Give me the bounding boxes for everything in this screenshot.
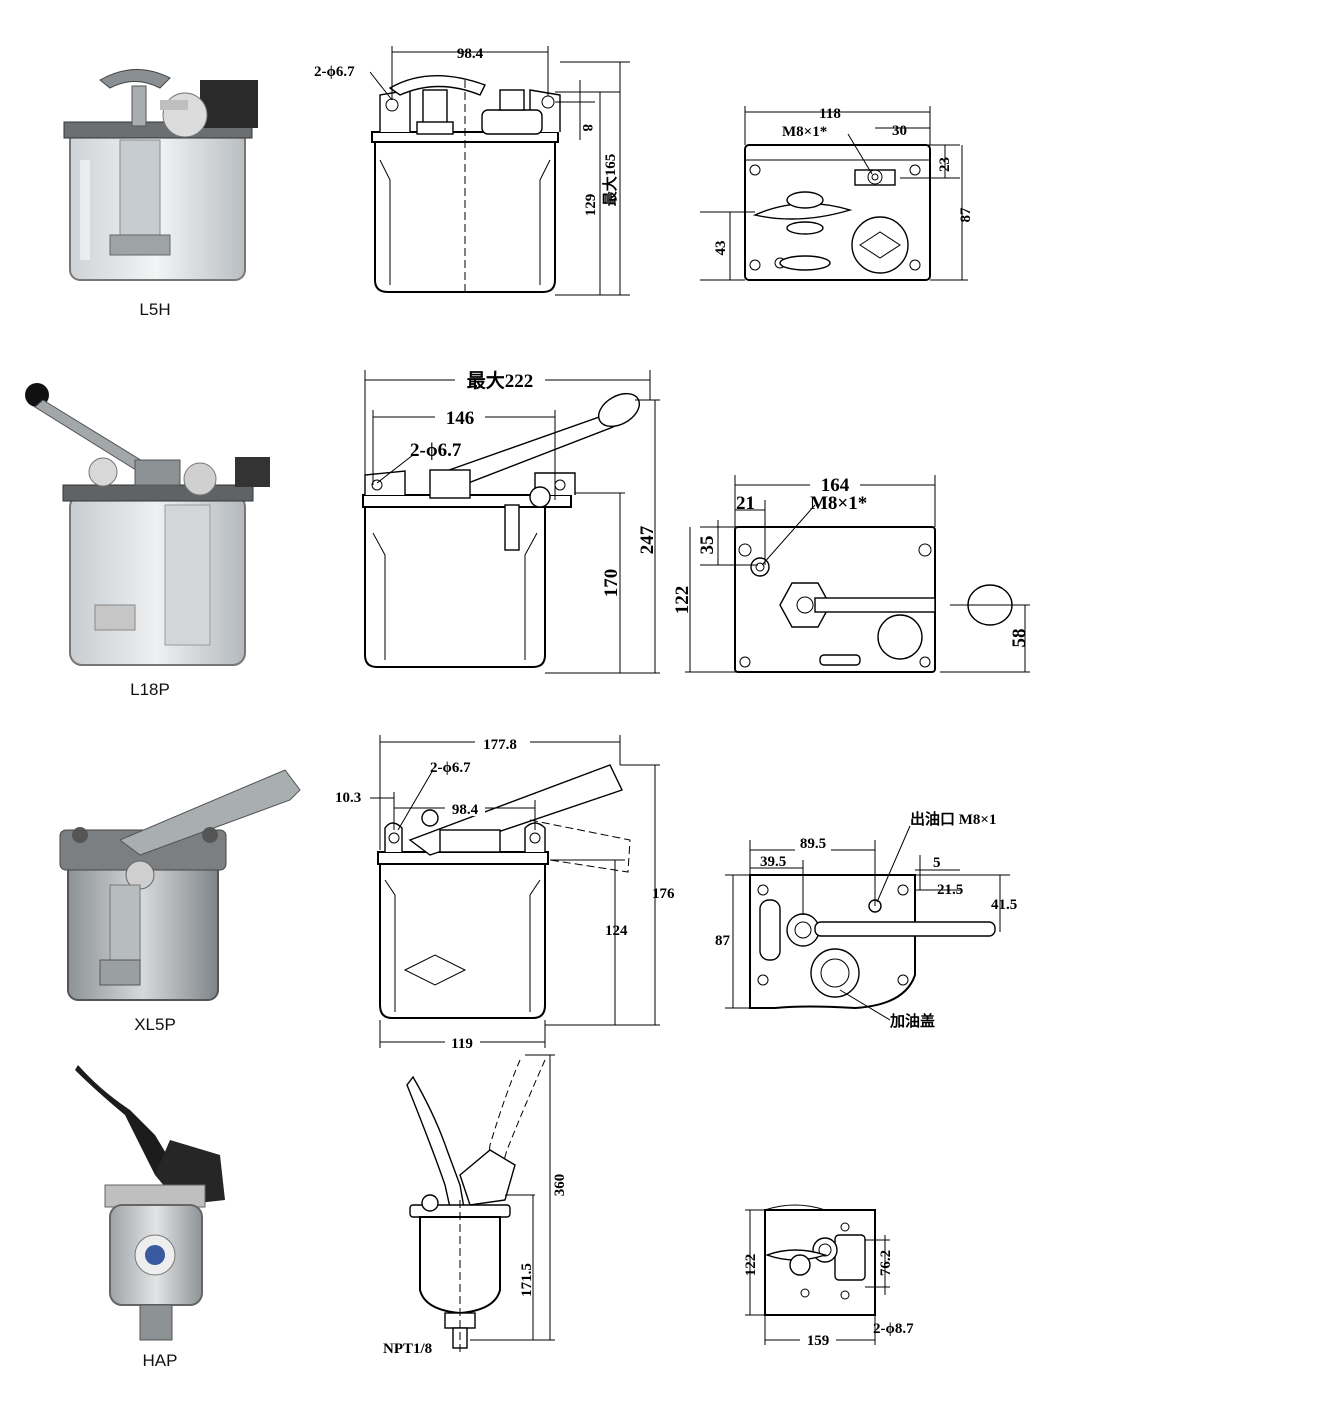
dim-label: 171.5 [519, 1263, 535, 1297]
dim-label: M8×1* [782, 124, 827, 140]
l18p-photo-illustration [25, 383, 270, 666]
hap-photo-illustration [75, 1065, 225, 1341]
dim-label: 164 [821, 475, 850, 496]
dim-label: 360 [552, 1174, 568, 1197]
dim-label: 146 [446, 408, 475, 429]
dim-label: 出油口 M8×1 [910, 810, 996, 828]
dim-label: 2-ϕ6.7 [430, 760, 471, 776]
dim-label: 122 [672, 586, 693, 615]
dim-label: M8×1* [810, 493, 867, 514]
product-photo [15, 375, 275, 675]
dim-label: 76.2 [878, 1250, 894, 1276]
top-view-drawing: 出油口 M8×1 89.5 39.5 5 21.5 41.5 87 加油盖 [715, 810, 1017, 1030]
side-view-drawing: 360 171.5 NPT1/8 [383, 1054, 568, 1357]
dim-label: 2-ϕ6.7 [314, 64, 355, 80]
dim-label: 加油盖 [889, 1012, 935, 1030]
model-label: XL5P [134, 1015, 176, 1034]
dim-label: 159 [807, 1333, 830, 1349]
dim-label: 247 [637, 525, 658, 554]
side-view-drawing: 最大222 146 2-ϕ6.7 170 247 [362, 369, 660, 674]
product-photo [70, 1060, 240, 1345]
dim-label: 58 [1009, 629, 1030, 648]
top-view-drawing: 122 76.2 2-ϕ8.7 159 [743, 1204, 914, 1349]
dim-label: 最大165 [601, 154, 619, 207]
dim-label: 5 [933, 855, 941, 871]
product-row-l5h: L5H 98.4 2-ϕ6.7 8 129 [0, 0, 1333, 340]
xl5p-photo-illustration [59, 769, 301, 1001]
dim-label: 119 [451, 1036, 473, 1052]
dim-label: 23 [937, 157, 953, 172]
dim-label: 170 [601, 569, 622, 598]
dim-label: 118 [819, 106, 841, 122]
dim-label: 43 [713, 241, 729, 256]
top-view-drawing: 164 118 M8×1* 30 23 87 43 [700, 106, 974, 281]
product-row-hap: HAP 360 171.5 NPT1/8 122 [0, 1054, 1333, 1415]
dim-label: 98.4 [452, 802, 479, 818]
model-label: L5H [139, 300, 171, 319]
dim-label: 124 [605, 923, 628, 939]
side-view-drawing: 177.8 2-ϕ6.7 10.3 98.4 176 124 119 [335, 733, 675, 1052]
dim-label: 10.3 [335, 790, 361, 806]
dim-label: 98.4 [457, 46, 484, 62]
side-view-drawing: 98.4 2-ϕ6.7 8 129 最大165 [314, 46, 630, 296]
dim-label: 35 [697, 536, 718, 555]
dim-label: 最大222 [467, 369, 534, 392]
dim-label: 176 [652, 886, 675, 902]
dim-label: 8 [579, 124, 595, 132]
dim-label: 122 [743, 1254, 759, 1277]
product-photo [50, 60, 270, 290]
dim-label: 30 [892, 123, 907, 139]
model-label: L18P [130, 680, 170, 699]
dim-label: 177.8 [483, 737, 517, 753]
dim-label: 41.5 [991, 897, 1017, 913]
l5h-photo-illustration [63, 69, 258, 281]
dim-label: NPT1/8 [383, 1341, 432, 1357]
dim-label: 39.5 [760, 854, 786, 870]
dim-label: 89.5 [800, 836, 826, 852]
model-label: HAP [142, 1351, 178, 1370]
dim-label: 2-ϕ8.7 [873, 1321, 914, 1337]
dim-label: 129 [583, 194, 599, 217]
dim-label: 87 [715, 933, 731, 949]
product-photo [50, 765, 310, 1005]
dim-label: 21 [736, 493, 755, 514]
product-row-xl5p: XL5P 177.8 2-ϕ6.7 10.3 98.4 176 124 [0, 715, 1333, 1055]
dim-label: 2-ϕ6.7 [410, 440, 462, 461]
dim-label: 87 [958, 207, 974, 223]
top-view-drawing: 164 21 M8×1* 35 122 58 [672, 473, 1030, 673]
product-row-l18p: L18P 最大222 146 2-ϕ6.7 170 247 [0, 345, 1333, 705]
dim-label: 21.5 [937, 882, 963, 898]
